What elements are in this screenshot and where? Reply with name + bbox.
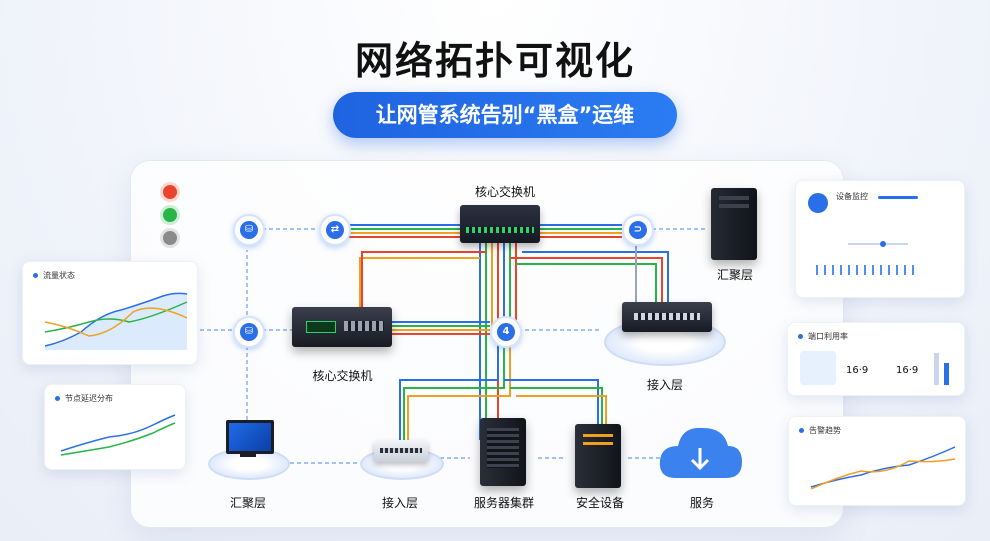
page-title: 网络拓扑可视化 (354, 39, 635, 83)
mini-bars (816, 265, 916, 275)
slider-bar (848, 243, 908, 245)
security-device[interactable] (575, 424, 621, 488)
hub-number: 4 (497, 323, 515, 341)
aggregation-bottom-label: 汇聚层 (229, 496, 266, 510)
bar-mini-2 (944, 363, 949, 385)
status-light-gray (163, 231, 177, 245)
access-switch-bottom[interactable] (374, 440, 428, 462)
port-tile-1 (800, 351, 836, 385)
slider-knob (880, 241, 886, 247)
subtitle-banner: 让网管系统告别“黑盒”运维 (333, 92, 677, 138)
card-traffic-status: 流量状态 (22, 261, 198, 365)
core-switch-top[interactable] (460, 205, 540, 243)
servers-label: 服务器集群 (473, 496, 534, 510)
service-label: 服务 (689, 496, 714, 510)
card-device-monitor: 设备监控 (795, 180, 965, 298)
aggregation-tower-right[interactable] (711, 188, 757, 260)
node-link-left[interactable]: ⇄ (319, 214, 351, 246)
access-switch-right[interactable] (622, 302, 712, 332)
node-hub-center[interactable]: 4 (490, 316, 522, 348)
database-icon: ⛁ (240, 221, 258, 239)
core-switch-top-label: 核心交换机 (474, 185, 535, 199)
status-light-red (163, 185, 177, 199)
card-traffic-status-title: 流量状态 (33, 270, 75, 281)
card-alarm-trend-title: 告警趋势 (799, 425, 841, 436)
latency-chart (60, 414, 176, 456)
card-alarm-trend: 告警趋势 (788, 416, 966, 506)
port-value-1: 16·9 (846, 365, 869, 376)
node-link-right[interactable]: ⊃ (622, 214, 654, 246)
server-cluster[interactable] (480, 418, 526, 486)
network-icon: ⊃ (629, 221, 647, 239)
monitor-icon[interactable] (226, 420, 274, 454)
access-right-label: 接入层 (646, 378, 683, 392)
card-device-monitor-title: 设备监控 (836, 192, 868, 201)
bar-mini-1 (934, 353, 939, 385)
status-light-green (163, 208, 177, 222)
card-port-util-title: 端口利用率 (798, 331, 848, 342)
link-icon: ⇄ (326, 221, 344, 239)
security-label: 安全设备 (575, 496, 624, 510)
progress-bar (878, 196, 918, 199)
shield-icon (808, 193, 828, 213)
card-latency: 节点延迟分布 (44, 384, 186, 470)
storage-icon: ⛁ (240, 323, 258, 341)
access-bottom-label: 接入层 (381, 496, 418, 510)
node-left-top[interactable]: ⛁ (233, 214, 265, 246)
card-latency-title: 节点延迟分布 (55, 393, 113, 404)
core-switch-left[interactable] (292, 307, 392, 347)
core-switch-left-label: 核心交换机 (312, 369, 373, 383)
port-value-2: 16·9 (896, 365, 919, 376)
node-left-mid[interactable]: ⛁ (233, 316, 265, 348)
aggregation-right-label: 汇聚层 (716, 268, 753, 282)
alarm-chart (810, 446, 956, 490)
monitor-stand (240, 452, 256, 457)
traffic-chart (44, 292, 188, 350)
card-port-util: 端口利用率 16·9 16·9 (787, 322, 965, 396)
